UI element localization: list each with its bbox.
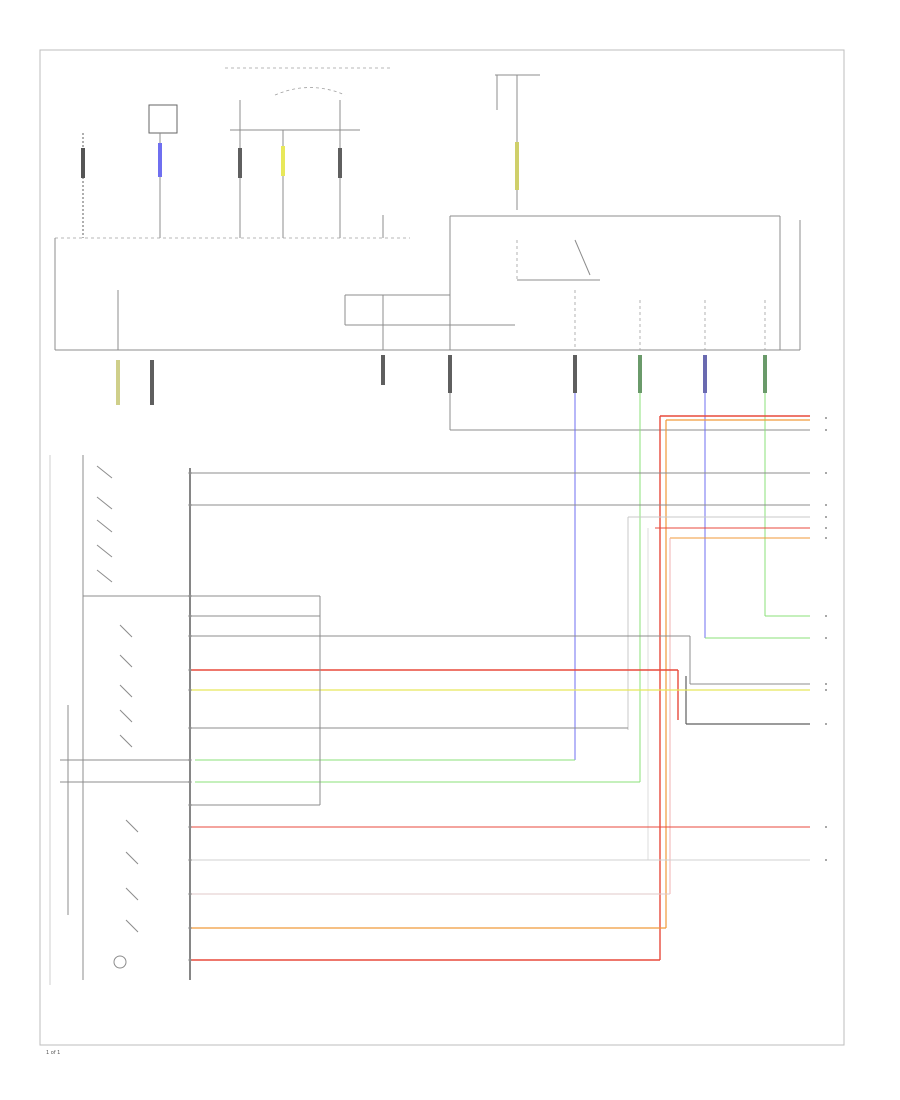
ign-switch-arc <box>274 87 346 96</box>
fuse-stub-blue-2 <box>703 355 707 393</box>
switch-bank <box>49 417 827 985</box>
long-run-wires <box>195 355 810 960</box>
wire-seg-dark-1 <box>81 148 85 178</box>
fuse-stub-blue <box>573 355 577 393</box>
top-components <box>55 67 540 238</box>
wire-seg-ign-1 <box>238 148 242 178</box>
fuse-box <box>54 215 801 351</box>
wire-seg-yellow <box>281 146 285 176</box>
wire-seg-blue <box>158 143 162 177</box>
relay-contact <box>574 239 591 276</box>
fuse-stub-green-2 <box>763 355 767 393</box>
switch-symbols <box>96 465 139 969</box>
page-id: 1 of 1 <box>46 1050 60 1056</box>
fuse-stub-green <box>638 355 642 393</box>
right-connector-ends <box>825 417 827 861</box>
fuse-box-output-stubs <box>116 355 810 431</box>
fuse-label-block <box>55 78 100 92</box>
wire-seg-relay-yellow <box>515 142 519 190</box>
stub-dark <box>150 360 154 405</box>
module-box <box>148 104 178 134</box>
stub-dark-3 <box>448 355 452 393</box>
stub-yellow-gray <box>116 360 120 405</box>
stub-dark-2 <box>381 355 385 385</box>
wire-seg-ign-3 <box>338 148 342 178</box>
page-frame <box>39 49 845 1046</box>
spine-pins <box>188 471 192 962</box>
